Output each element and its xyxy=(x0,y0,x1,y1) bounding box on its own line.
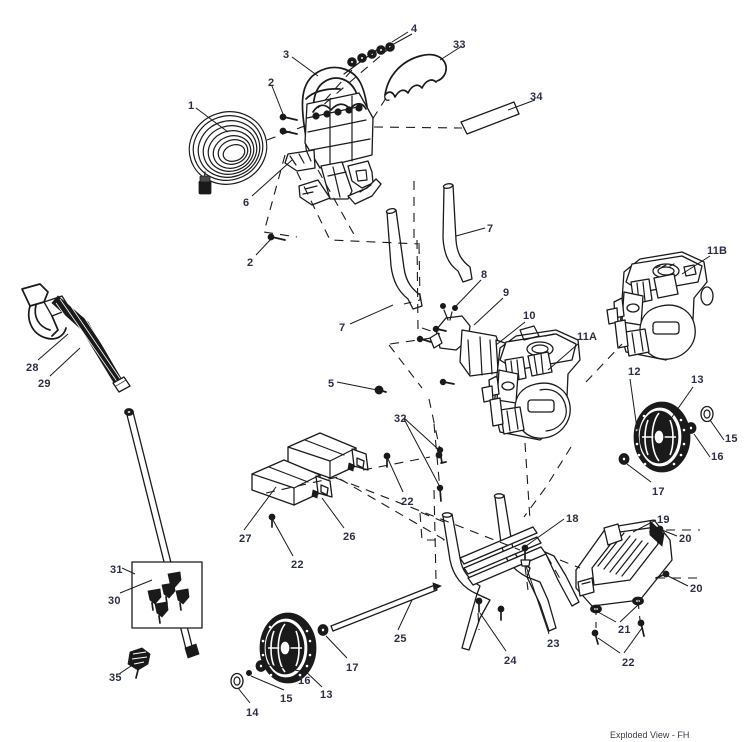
part-small-bracket xyxy=(127,647,151,679)
callout-11a: 11A xyxy=(577,331,598,343)
callout-3: 3 xyxy=(283,49,290,61)
callout-7b: 7 xyxy=(487,223,494,235)
part-coiled-hose xyxy=(188,111,268,195)
part-axle xyxy=(330,582,442,632)
callout-13b: 13 xyxy=(320,689,333,701)
callout-25: 25 xyxy=(394,633,407,645)
callout-34: 34 xyxy=(530,91,543,103)
callout-21: 21 xyxy=(618,624,631,636)
part-handle-tubes xyxy=(385,183,473,310)
callout-27: 27 xyxy=(239,533,252,545)
callout-22b: 22 xyxy=(291,559,304,571)
callout-31: 31 xyxy=(110,564,123,576)
callout-17a: 17 xyxy=(652,486,665,498)
callout-18: 18 xyxy=(566,513,579,525)
callout-2b: 2 xyxy=(247,257,254,269)
callout-10: 10 xyxy=(523,310,536,322)
part-engine-front xyxy=(481,325,581,441)
callout-28: 28 xyxy=(26,362,39,374)
part-handle-screws xyxy=(267,113,298,241)
callout-6: 6 xyxy=(243,197,250,209)
callout-5: 5 xyxy=(328,378,335,390)
leader-lines xyxy=(37,33,725,704)
part-cart-frame xyxy=(435,451,580,651)
part-wheel-left xyxy=(230,612,329,690)
callout-9: 9 xyxy=(503,287,510,299)
part-control-panel xyxy=(284,88,382,206)
part-engine-rear xyxy=(606,251,714,361)
callout-12: 12 xyxy=(628,366,641,378)
callout-33: 33 xyxy=(453,39,466,51)
callout-7a: 7 xyxy=(339,322,346,334)
part-handle-grip xyxy=(384,53,447,101)
callout-14: 14 xyxy=(246,707,259,719)
callout-29: 29 xyxy=(38,378,51,390)
callout-15b: 15 xyxy=(280,693,293,705)
callout-17b: 17 xyxy=(346,662,359,674)
part-screw-kit xyxy=(131,561,203,629)
part-spray-gun xyxy=(21,283,131,393)
part-decal xyxy=(460,101,520,135)
callout-15a: 15 xyxy=(725,433,738,445)
callout-22c: 22 xyxy=(622,657,635,669)
callout-35: 35 xyxy=(109,672,122,684)
callout-4: 4 xyxy=(411,23,418,35)
callout-13a: 13 xyxy=(691,374,704,386)
footer-text: Exploded View - FH xyxy=(610,730,690,740)
callout-24: 24 xyxy=(504,655,517,667)
callout-26: 26 xyxy=(343,531,356,543)
assembly-dashed-lines xyxy=(263,45,700,631)
callout-19: 19 xyxy=(657,514,670,526)
callout-22a: 22 xyxy=(401,496,414,508)
callout-30: 30 xyxy=(108,595,121,607)
callout-1: 1 xyxy=(188,100,195,112)
callout-8: 8 xyxy=(481,269,488,281)
callout-16a: 16 xyxy=(711,451,724,463)
callout-20b: 20 xyxy=(690,583,703,595)
callout-32: 32 xyxy=(394,413,407,425)
callout-2a: 2 xyxy=(268,77,275,89)
callout-16b: 16 xyxy=(298,675,311,687)
part-detergent-tanks xyxy=(251,432,391,528)
part-wheel-right xyxy=(618,401,714,473)
callout-23: 23 xyxy=(547,638,560,650)
callout-20a: 20 xyxy=(679,533,692,545)
callout-11b: 11B xyxy=(707,245,728,257)
part-base-tray xyxy=(575,519,673,645)
